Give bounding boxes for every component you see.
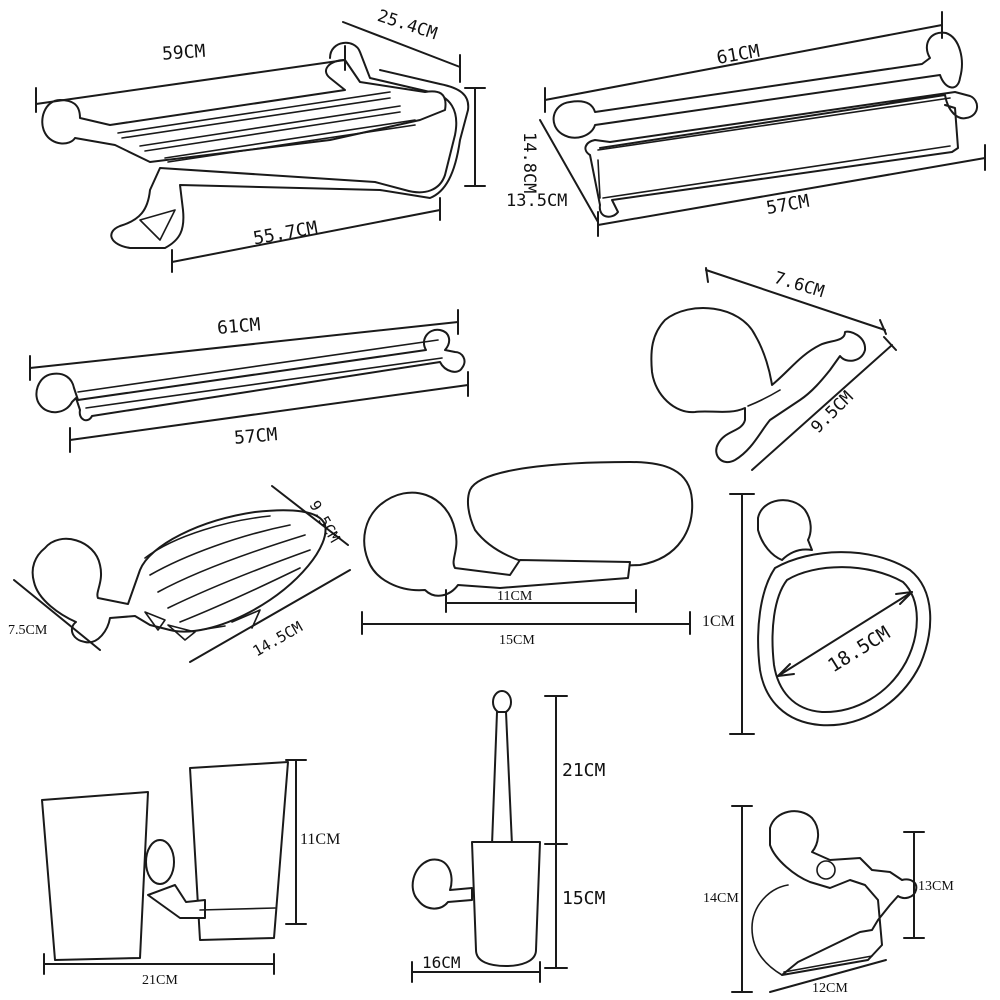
soap-dish-inner-label: 11CM — [497, 589, 533, 604]
toilet-brush-drawing — [411, 690, 541, 967]
paper-holder-drawing — [751, 810, 918, 976]
soap-basket-length-label: 14.5CM — [250, 618, 306, 661]
towel-shelf-height-dim: 14.8CM — [464, 87, 539, 193]
soap-basket: 9.5CM 7.5CM 14.5CM — [8, 485, 351, 663]
towel-shelf-inner-label: 55.7CM — [252, 217, 320, 249]
toilet-brush-holder-dim: 15CM — [544, 843, 606, 969]
single-towel-bar-length-label: 61CM — [216, 314, 261, 339]
double-tumbler-width-dim: 21CM — [43, 953, 275, 988]
robe-hook: 7.6CM 9.5CM — [650, 267, 897, 471]
towel-shelf: 59CM 25.4CM 14.8CM 55.7CM — [35, 6, 539, 273]
soap-basket-drawing — [31, 509, 327, 644]
double-towel-bar: 61CM 57CM 13.5CM — [506, 11, 986, 237]
paper-holder-width-label: 12CM — [812, 981, 848, 996]
toilet-brush-handle-dim: 21CM — [544, 695, 606, 845]
paper-holder-height-label: 14CM — [703, 891, 739, 906]
towel-shelf-inner-dim: 55.7CM — [171, 197, 441, 273]
paper-holder: 14CM 13CM 12CM — [703, 805, 954, 996]
soap-dish-length-dim: 15CM — [361, 611, 691, 648]
towel-shelf-height-label: 14.8CM — [519, 132, 539, 193]
towel-shelf-length-dim: 59CM — [35, 41, 346, 113]
single-towel-bar-drawing — [35, 328, 466, 422]
towel-shelf-length-label: 59CM — [161, 41, 206, 65]
double-tumbler-drawing — [41, 761, 289, 961]
double-towel-bar-drawing — [552, 31, 978, 218]
towel-ring: 1CM 18.5CM — [702, 493, 932, 735]
toilet-brush-width-label: 16CM — [422, 953, 461, 972]
double-towel-bar-length-label: 61CM — [715, 41, 761, 69]
toilet-brush-holder-label: 15CM — [562, 888, 606, 909]
double-towel-bar-depth-dim: 13.5CM — [506, 119, 599, 223]
double-tumbler-height-dim: 11CM — [285, 759, 340, 925]
toilet-brush-width-dim: 16CM — [411, 953, 541, 983]
paper-holder-depth-label: 13CM — [918, 879, 954, 894]
towel-ring-drawing — [757, 499, 932, 727]
towel-shelf-drawing — [41, 42, 470, 249]
towel-ring-height-dim: 1CM — [702, 493, 755, 735]
toilet-brush-handle-label: 21CM — [562, 760, 606, 781]
robe-hook-width-label: 7.6CM — [772, 268, 827, 302]
double-towel-bar-depth-label: 13.5CM — [506, 191, 567, 211]
single-towel-bar-length-dim: 61CM — [29, 309, 459, 381]
soap-dish: 11CM 15CM — [361, 461, 694, 648]
towel-shelf-depth-dim: 25.4CM — [342, 6, 461, 83]
single-towel-bar-inner-label: 57CM — [233, 424, 278, 449]
soap-basket-side-label: 7.5CM — [8, 623, 48, 638]
double-tumbler-width-label: 21CM — [142, 973, 178, 988]
paper-holder-depth-dim: 13CM — [903, 831, 954, 939]
towel-ring-height-label: 1CM — [702, 613, 735, 630]
paper-holder-height-dim: 14CM — [703, 805, 753, 993]
double-tumbler-height-label: 11CM — [300, 831, 340, 848]
paper-holder-width-dim: 12CM — [769, 959, 887, 996]
double-tumbler: 11CM 21CM — [41, 759, 340, 988]
soap-basket-side-dim: 7.5CM — [8, 579, 101, 651]
robe-hook-drawing — [650, 307, 867, 463]
single-towel-bar: 61CM 57CM — [29, 309, 469, 453]
soap-dish-drawing — [363, 461, 694, 597]
toilet-brush: 21CM 15CM 16CM — [411, 690, 606, 983]
robe-hook-depth-label: 9.5CM — [807, 387, 857, 437]
soap-dish-inner-dim: 11CM — [445, 589, 637, 613]
single-towel-bar-inner-dim: 57CM — [69, 371, 469, 453]
soap-dish-length-label: 15CM — [499, 633, 535, 648]
